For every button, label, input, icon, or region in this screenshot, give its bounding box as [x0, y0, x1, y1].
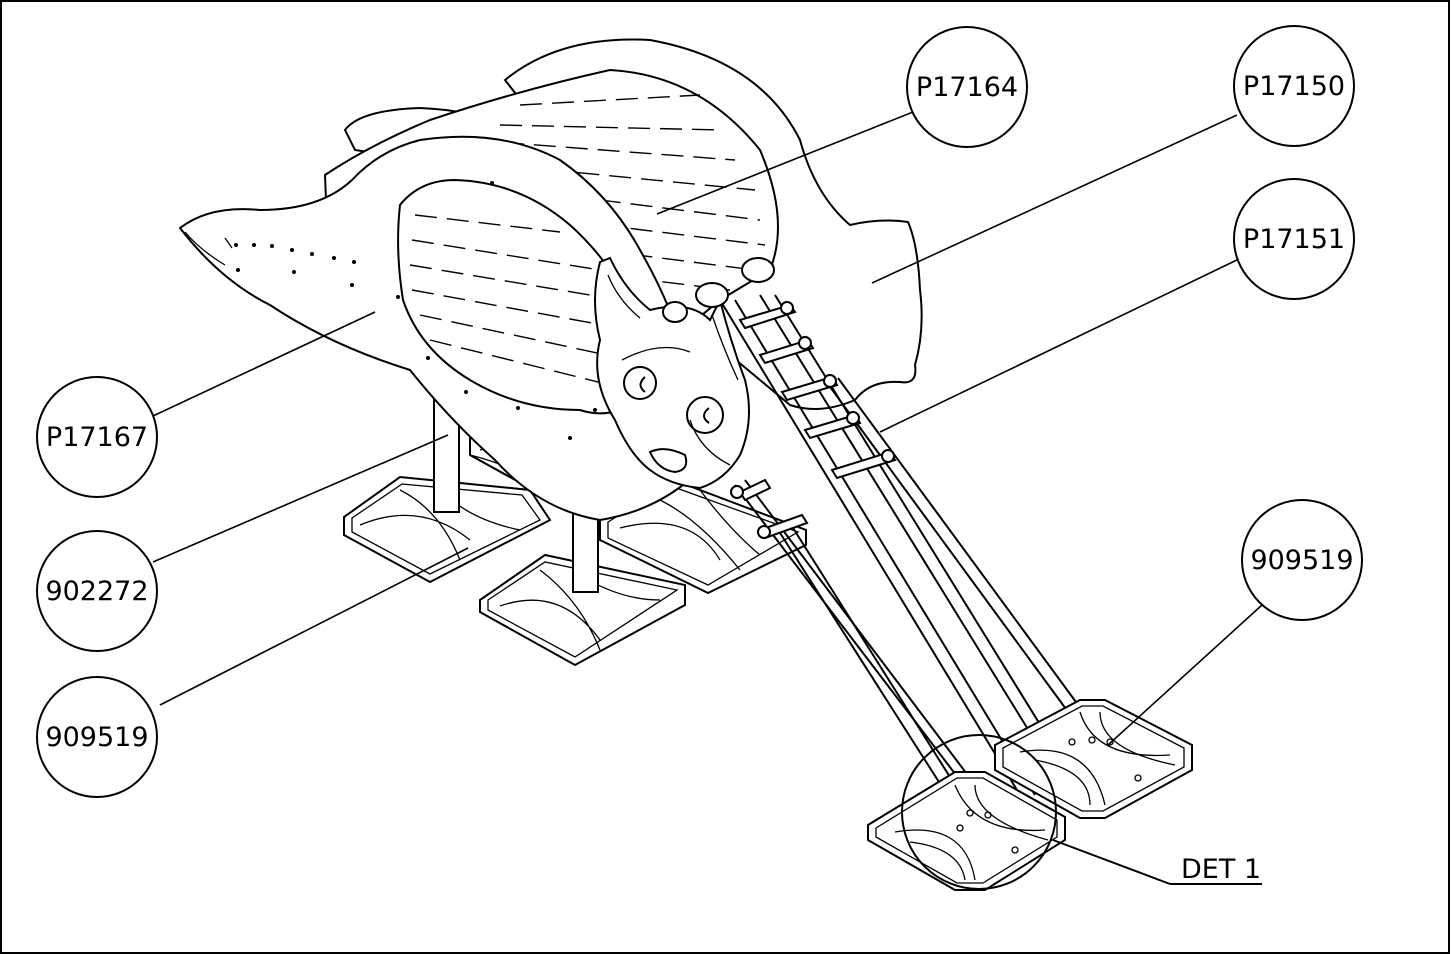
callout-p17164-label: P17164: [916, 72, 1018, 103]
callout-909519-left: 909519: [36, 676, 158, 798]
callout-p17150: P17150: [1233, 25, 1355, 147]
fox-eye-left: [623, 366, 657, 400]
callout-909519-right-label: 909519: [1250, 545, 1353, 576]
fox-eye-right: [686, 396, 724, 434]
callout-p17150-label: P17150: [1243, 71, 1345, 102]
detail-label: DET 1: [1181, 854, 1261, 885]
callout-902272-label: 902272: [45, 576, 148, 607]
leader-lines: [152, 111, 1263, 746]
panel-bolt-holes: [234, 181, 597, 440]
base-plate-right: [599, 476, 807, 595]
detail-circle: [901, 734, 1057, 890]
fox-nose: [648, 448, 688, 474]
callout-909519-left-label: 909519: [45, 722, 148, 753]
base-plate-left: [343, 475, 552, 584]
callout-902272: 902272: [36, 530, 158, 652]
callout-p17151: P17151: [1233, 178, 1355, 300]
footing-plate-left: [867, 771, 1066, 891]
ladder-rungs: [730, 301, 897, 540]
footing-plate-right: [994, 699, 1193, 819]
callout-p17167: P17167: [36, 376, 158, 498]
callout-909519-right: 909519: [1241, 499, 1363, 621]
callout-p17164: P17164: [906, 26, 1028, 148]
callout-p17167-label: P17167: [46, 422, 148, 453]
base-plate-front: [479, 553, 686, 667]
ladder-assembly: [662, 257, 1099, 816]
callout-p17151-label: P17151: [1243, 224, 1345, 255]
